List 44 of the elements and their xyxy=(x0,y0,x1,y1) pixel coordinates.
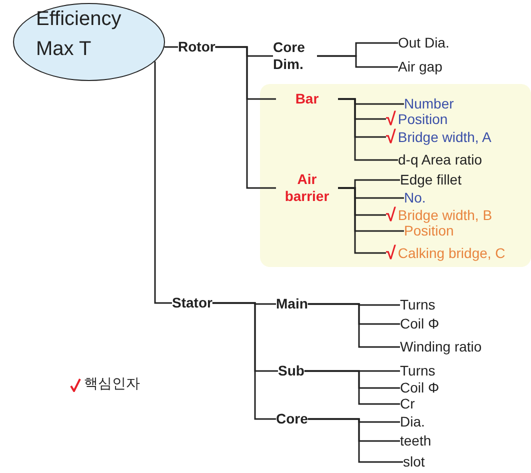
tree-connector xyxy=(308,418,403,463)
category-label: Bar xyxy=(294,90,320,108)
legend-text: 핵심인자 xyxy=(84,375,140,394)
parameter-label: Coil Φ xyxy=(400,316,440,332)
parameter-label: Calking bridge, C xyxy=(398,246,506,260)
parameter-label: Turns xyxy=(400,364,436,378)
category-label: Stator xyxy=(172,294,212,312)
category-label: Main xyxy=(276,296,308,312)
parameter-label: Position xyxy=(398,112,448,126)
parameter-label: Edge fillet xyxy=(400,172,462,188)
parameter-label: Bridge width, B xyxy=(398,208,492,222)
tree-connector xyxy=(212,302,276,420)
parameter-label: slot xyxy=(403,454,425,470)
parameter-label: Bridge width, A xyxy=(398,130,492,144)
tree-connector xyxy=(308,303,400,348)
parameter-label: Winding ratio xyxy=(400,340,482,354)
parameter-label: Air gap xyxy=(398,60,442,74)
parameter-label: Position xyxy=(404,224,454,238)
goal-ellipse: Efficiency Max T xyxy=(13,3,165,81)
tree-connector xyxy=(304,370,400,405)
parameter-label: Number xyxy=(404,96,454,112)
parameter-label: Coil Φ xyxy=(400,380,440,396)
category-label: Core xyxy=(276,410,308,428)
tree-connector xyxy=(215,46,276,189)
parameter-label: Dia. xyxy=(400,414,425,430)
parameter-label: d-q Area ratio xyxy=(398,152,482,168)
tree-connector xyxy=(164,46,178,48)
category-label: Air barrier xyxy=(284,171,330,205)
parameter-label: Out Dia. xyxy=(398,36,450,50)
tree-connector xyxy=(317,55,398,68)
parameter-label: Cr xyxy=(400,396,415,412)
check-mark: √ xyxy=(386,110,396,128)
check-mark: √ xyxy=(386,206,396,224)
parameter-label: Turns xyxy=(400,298,436,312)
tree-connector xyxy=(338,187,386,254)
parameter-label: No. xyxy=(404,190,426,206)
check-mark: √ xyxy=(386,128,396,146)
check-mark: √ xyxy=(386,244,396,262)
category-label: Rotor xyxy=(178,38,216,56)
tree-connector xyxy=(338,98,398,161)
tree-connector xyxy=(154,61,172,304)
parameter-label: teeth xyxy=(400,434,432,448)
category-label: Core Dim. xyxy=(273,39,306,73)
category-label: Sub xyxy=(278,362,304,380)
